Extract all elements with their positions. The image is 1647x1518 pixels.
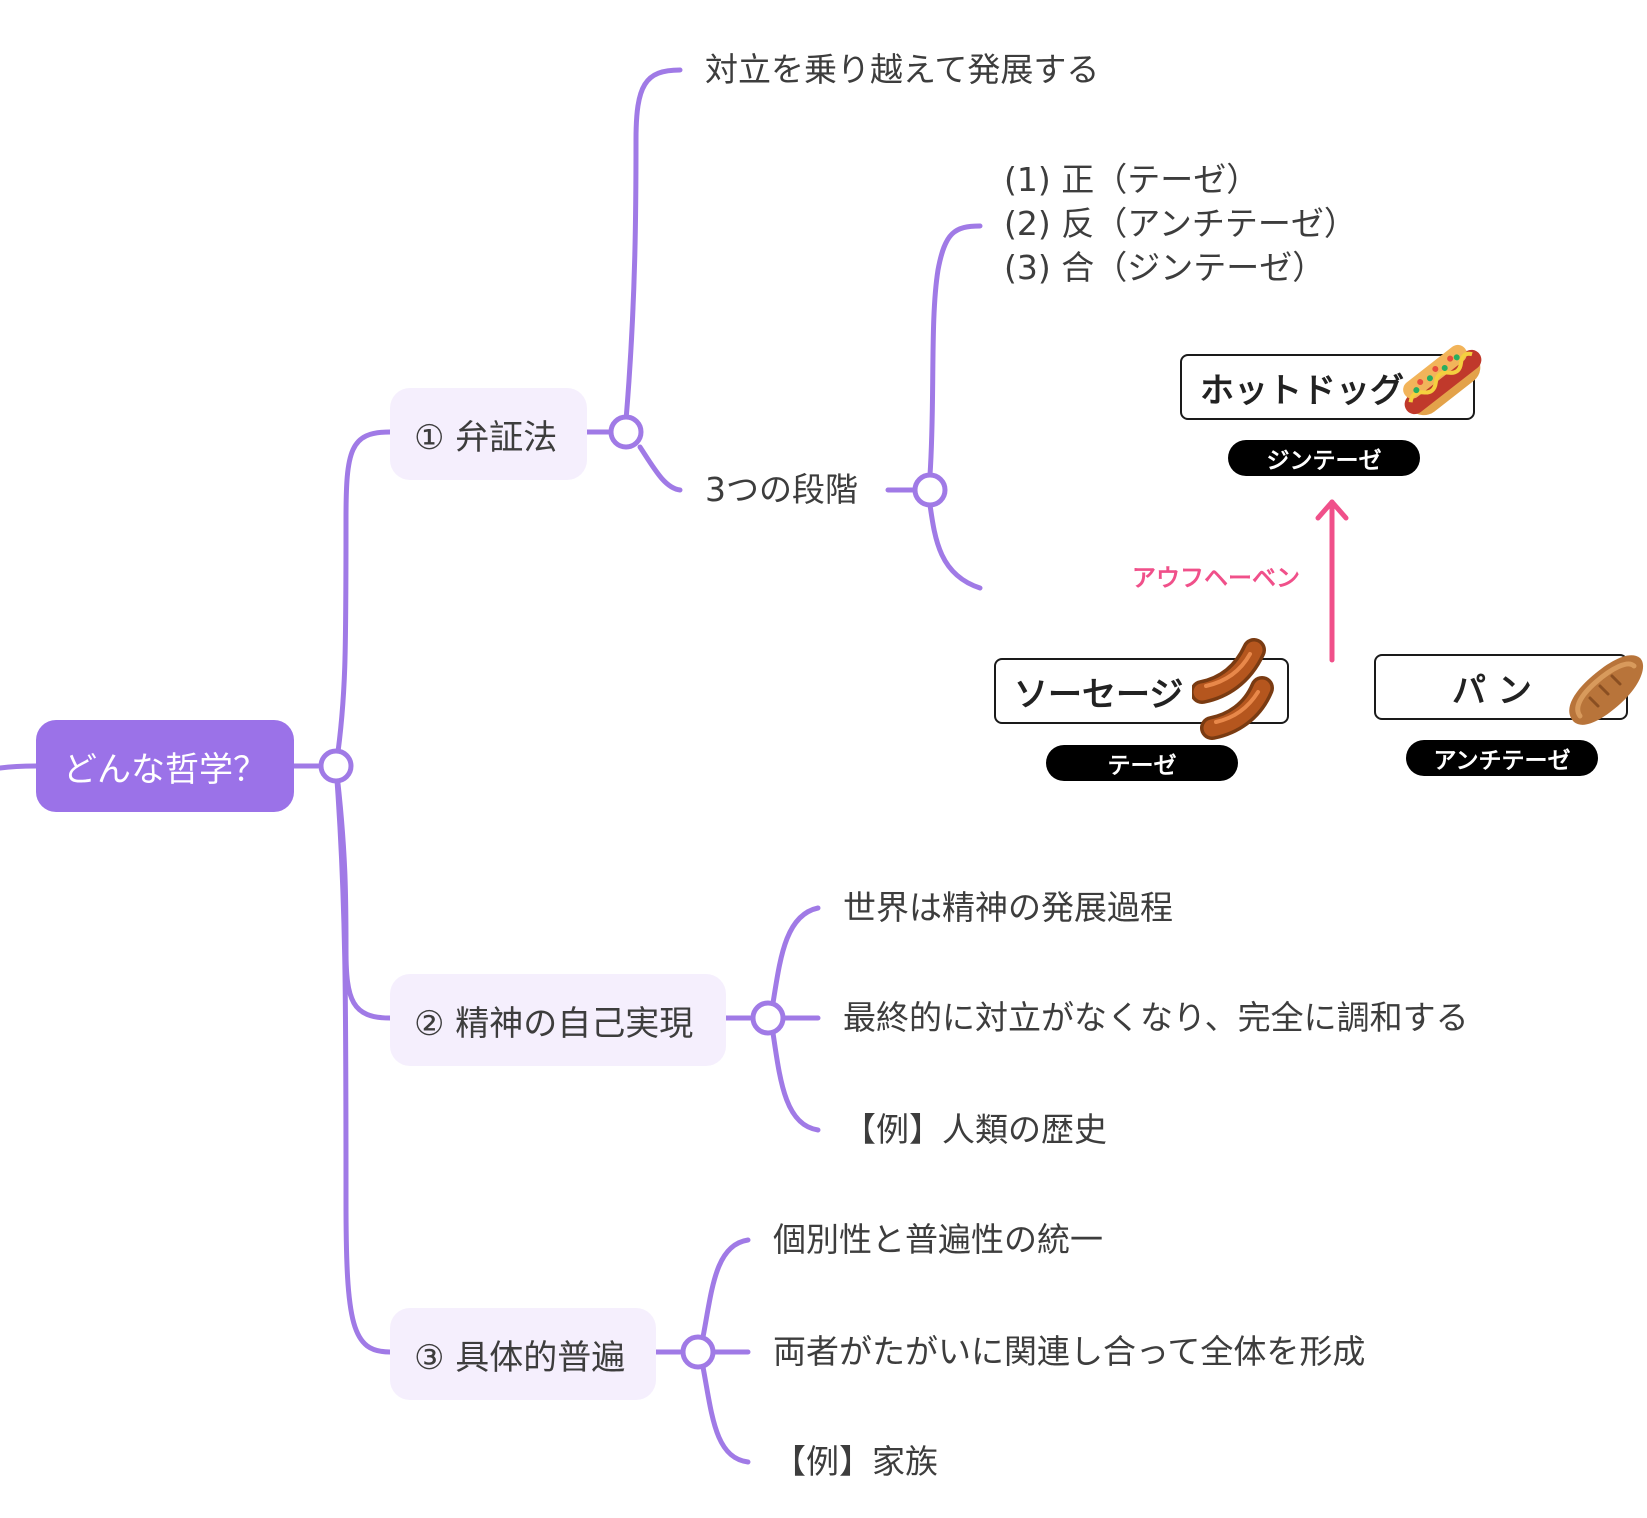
bread-icon <box>1569 655 1644 725</box>
branch-2-collapse-toggle[interactable] <box>750 1000 786 1036</box>
topic-example-history[interactable]: 【例】人類の歴史 <box>843 1110 1107 1149</box>
root-collapse-toggle[interactable] <box>318 748 354 784</box>
stage-antithesis: (2) 反（アンチテーゼ） <box>1004 204 1357 243</box>
topic-example-family[interactable]: 【例】家族 <box>773 1442 938 1481</box>
topic-overcome-opposition[interactable]: 対立を乗り越えて発展する <box>705 50 1100 89</box>
branch-node-self-realization[interactable]: ② 精神の自己実現 <box>390 974 726 1066</box>
thesis-tag: テーゼ <box>1046 745 1238 781</box>
branch-1-collapse-toggle[interactable] <box>608 414 644 450</box>
root-node[interactable]: どんな哲学？ <box>36 720 294 812</box>
hotdog-icon <box>1403 344 1482 416</box>
stages-list[interactable]: (1) 正（テーゼ） (2) 反（アンチテーゼ） (3) 合（ジンテーゼ） <box>1004 158 1357 290</box>
topic-world-spirit-process[interactable]: 世界は精神の発展過程 <box>843 888 1173 927</box>
topic-form-whole[interactable]: 両者がたがいに関連し合って全体を形成 <box>773 1332 1366 1371</box>
sausage-icon <box>1192 638 1274 740</box>
thesis-box-label: ソーセージ <box>1014 674 1184 715</box>
synthesis-box-label: ホットドッグ <box>1200 370 1404 411</box>
stages-collapse-toggle[interactable] <box>912 472 948 508</box>
branch-3-collapse-toggle[interactable] <box>680 1334 716 1370</box>
branch-node-concrete-universal[interactable]: ③ 具体的普遍 <box>390 1308 656 1400</box>
topic-unity-individual-universal[interactable]: 個別性と普遍性の統一 <box>773 1220 1103 1259</box>
stage-synthesis: (3) 合（ジンテーゼ） <box>1004 248 1326 287</box>
synthesis-tag: ジンテーゼ <box>1228 440 1420 476</box>
antithesis-tag: アンチテーゼ <box>1406 740 1598 776</box>
branch-node-dialectic[interactable]: ① 弁証法 <box>390 388 587 480</box>
topic-complete-harmony[interactable]: 最終的に対立がなくなり、完全に調和する <box>843 998 1469 1037</box>
stage-thesis: (1) 正（テーゼ） <box>1004 160 1260 199</box>
antithesis-box-label: パ ン <box>1452 670 1532 711</box>
aufheben-label: アウフヘーベン <box>1132 564 1300 592</box>
topic-three-stages[interactable]: 3つの段階 <box>705 470 858 509</box>
